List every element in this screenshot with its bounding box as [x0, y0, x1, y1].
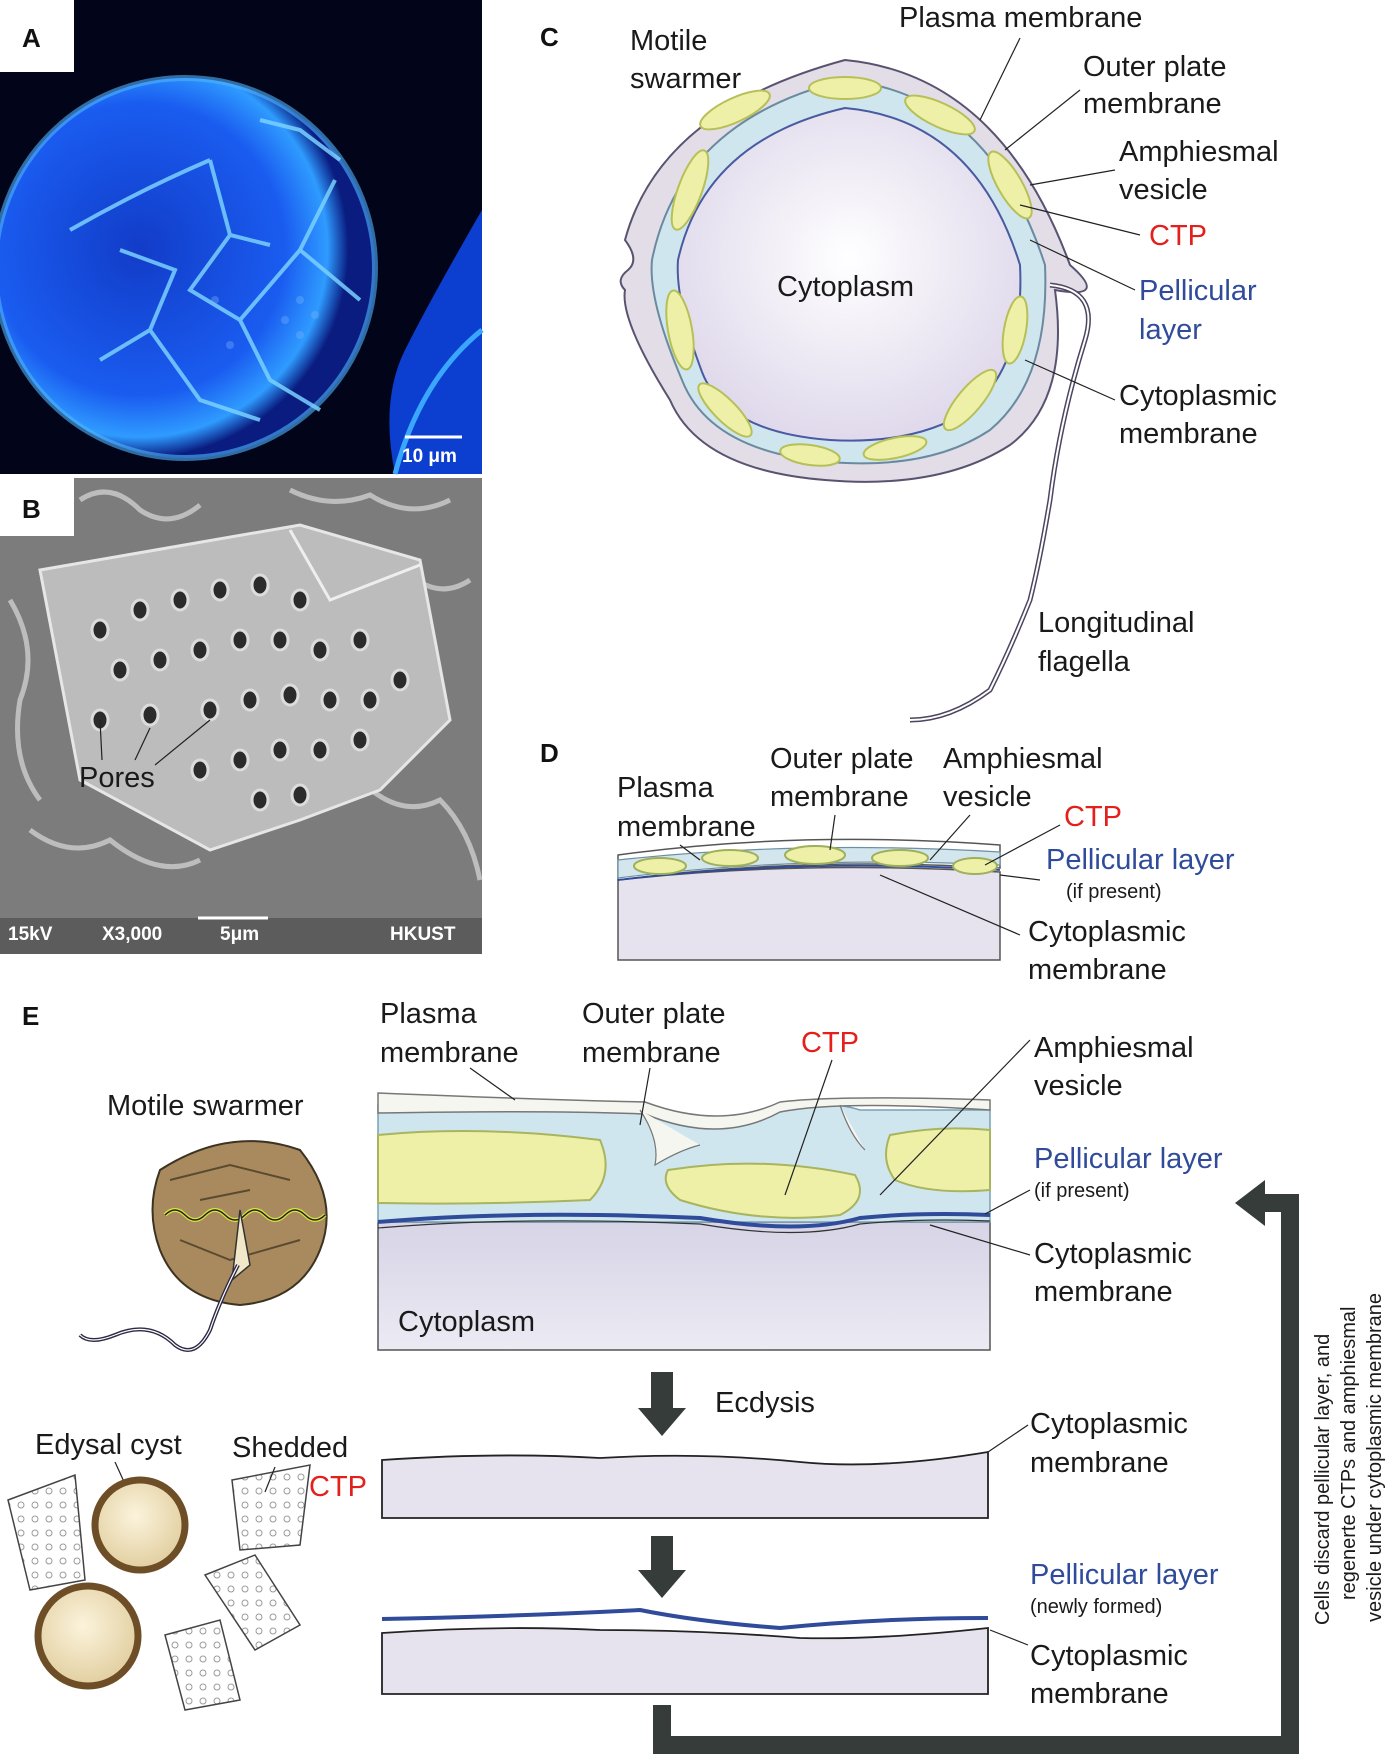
e-pell-label: Pellicular layer [1034, 1143, 1223, 1175]
panel-label-b: B [22, 494, 41, 524]
ctp-plates [665, 76, 1033, 467]
e-pell-new-note: (newly formed) [1030, 1596, 1162, 1618]
c-pell-line1: Pellicular [1139, 275, 1257, 307]
e-plasma-line1: Plasma [380, 998, 478, 1030]
pores [90, 573, 410, 812]
e-amph-line1: Amphiesmal [1034, 1032, 1194, 1064]
c-cytomem-line2: membrane [1119, 418, 1258, 450]
cycle-line1: Cells discard pellicular layer, and [1312, 1334, 1334, 1625]
e-ctp-label: CTP [801, 1027, 859, 1059]
sem-kv: 15kV [8, 924, 53, 945]
e-cytoplasm-label: Cytoplasm [398, 1306, 535, 1338]
swarmer-cell-illustration [78, 1140, 328, 1352]
shed-plate-3 [203, 1554, 302, 1651]
e-edysal-label: Edysal cyst [35, 1429, 182, 1461]
panel-a-label-bg [0, 0, 74, 72]
d-plasma-line2: membrane [617, 811, 756, 843]
c-ctp-label: CTP [1149, 220, 1207, 252]
pores-leader-1 [99, 719, 103, 761]
panel-b-micrograph: Pores B 15kV X3,000 5μm HKUST [0, 478, 483, 954]
shed-plate-1 [7, 1473, 86, 1591]
d-cytomem-line1: Cytoplasmic [1028, 916, 1186, 948]
scale-text-a: 10 μm [402, 446, 457, 467]
edysal-cyst-2 [34, 1582, 142, 1690]
d-amph-line2: vesicle [943, 781, 1032, 813]
recycle-arrow [653, 1194, 1299, 1754]
recycle-arrowhead [1235, 1180, 1265, 1226]
e-shedded-label: Shedded [232, 1432, 348, 1464]
e-pell-note: (if present) [1034, 1180, 1130, 1202]
ecdysis-arrow-1 [638, 1372, 686, 1436]
e-pell-new-label: Pellicular layer [1030, 1559, 1219, 1591]
e-cytomem-line2: membrane [1034, 1276, 1173, 1308]
panel-label-e: E [22, 1001, 39, 1031]
d-outer-line2: membrane [770, 781, 909, 813]
c-motile-line1: Motile [630, 25, 707, 57]
pores-label: Pores [79, 762, 155, 794]
c-pell-line2: layer [1139, 314, 1202, 346]
e-shedded-ctp: CTP [309, 1471, 367, 1503]
d-pell-note: (if present) [1066, 881, 1162, 903]
c-outer-line1: Outer plate [1083, 51, 1226, 83]
pores-leader-3 [154, 719, 211, 766]
c-amph-line2: vesicle [1119, 174, 1208, 206]
cycle-line3: vesicle under cytoplasmic membrane [1364, 1293, 1386, 1622]
panel-c-cell-diagram: C Motile swarmer Plasma membrane Outer p… [540, 2, 1279, 723]
e-amph-line2: vesicle [1034, 1070, 1123, 1102]
e-cytomem3-line1: Cytoplasmic [1030, 1640, 1188, 1672]
sem-mag: X3,000 [102, 924, 162, 945]
d-outer-line1: Outer plate [770, 743, 913, 775]
c-cytomem-line1: Cytoplasmic [1119, 380, 1277, 412]
e-outer-line2: membrane [582, 1037, 721, 1069]
c-motile-line2: swarmer [630, 63, 742, 95]
e-ecdysis-label: Ecdysis [715, 1387, 815, 1419]
d-cytomem-line2: membrane [1028, 954, 1167, 986]
cell-cytoplasm [676, 106, 1022, 442]
e-motile-label: Motile swarmer [107, 1090, 304, 1122]
c-cytoplasm-label: Cytoplasm [777, 271, 914, 303]
c-flag-line1: Longitudinal [1038, 607, 1194, 639]
pores-leader-2 [134, 727, 151, 761]
e-membrane-block-shed [381, 1450, 989, 1519]
c-outer-line2: membrane [1083, 88, 1222, 120]
c-amph-line1: Amphiesmal [1119, 136, 1279, 168]
e-membrane-block-regrown [381, 1607, 989, 1695]
cycle-line2: regenerte CTPs and amphiesmal [1338, 1307, 1360, 1600]
d-pell-label: Pellicular layer [1046, 844, 1235, 876]
e-outer-line1: Outer plate [582, 998, 725, 1030]
e-membrane-block-full [377, 1092, 991, 1351]
e-cytomem3-line2: membrane [1030, 1678, 1169, 1710]
ecdysis-arrow-2 [638, 1536, 686, 1598]
panel-e-ecdysis: E Motile swarmer Plasma membrane [7, 998, 1386, 1754]
recycle-caption: Cells discard pellicular layer, and rege… [1312, 1293, 1386, 1625]
d-plasma-line1: Plasma [617, 772, 715, 804]
panel-label-a: A [22, 23, 41, 53]
d-amph-line1: Amphiesmal [943, 743, 1103, 775]
edysal-cyst-1 [91, 1476, 189, 1574]
shed-plate-2 [231, 1464, 311, 1551]
d-ctp-label: CTP [1064, 801, 1122, 833]
panel-label-d: D [540, 738, 559, 768]
e-cytomem-line1: Cytoplasmic [1034, 1238, 1192, 1270]
sem-scale: 5μm [220, 924, 259, 945]
e-cytomem2-line1: Cytoplasmic [1030, 1408, 1188, 1440]
panel-d-membrane-detail: D Plasma membrane Outer plate membrane A… [540, 738, 1235, 986]
panel-a-micrograph: A 10 μm [0, 0, 484, 475]
sem-lab: HKUST [390, 924, 456, 945]
c-plasma-label: Plasma membrane [899, 2, 1142, 34]
shed-plate-4 [164, 1619, 241, 1711]
e-cytomem2-line2: membrane [1030, 1447, 1169, 1479]
c-flag-line2: flagella [1038, 646, 1131, 678]
panel-b-label-bg [0, 478, 74, 536]
panel-label-c: C [540, 22, 559, 52]
e-plasma-line2: membrane [380, 1037, 519, 1069]
